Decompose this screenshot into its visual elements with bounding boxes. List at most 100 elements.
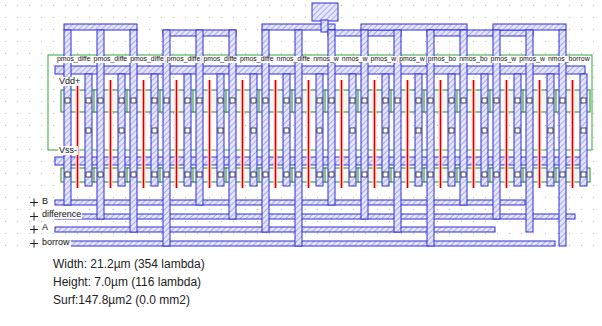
- pin-label: B: [41, 197, 49, 206]
- pin-label: borrow: [41, 238, 71, 247]
- contact: [449, 128, 454, 133]
- contact: [383, 98, 388, 103]
- contact: [185, 172, 190, 177]
- poly-gate: [274, 80, 278, 188]
- poly-gate: [539, 80, 541, 188]
- poly-gate: [374, 80, 376, 188]
- contact: [131, 172, 136, 177]
- rail-label: Vss-: [58, 146, 78, 155]
- instance-label: pmos_w: [518, 56, 546, 63]
- contact: [362, 172, 367, 177]
- instance-label: pmos_w: [490, 56, 518, 63]
- contact: [119, 172, 124, 177]
- contact: [494, 172, 499, 177]
- metal-strip: [448, 74, 455, 186]
- contact: [482, 128, 487, 133]
- metal-strip: [547, 74, 554, 186]
- metal-bridge: [493, 24, 566, 30]
- poly-gate: [571, 80, 575, 188]
- contact: [527, 172, 532, 177]
- contact: [461, 98, 466, 103]
- metal-strip: [151, 74, 158, 186]
- poly-gate: [472, 80, 476, 188]
- contact: [449, 98, 454, 103]
- contact: [350, 128, 355, 133]
- contact: [449, 172, 454, 177]
- contact: [416, 172, 421, 177]
- contact: [515, 98, 520, 103]
- contact: [581, 98, 586, 103]
- poly-gate: [572, 80, 574, 188]
- contact: [164, 172, 169, 177]
- metal-strip: [481, 74, 488, 186]
- poly-gate: [506, 80, 508, 188]
- contact: [296, 98, 301, 103]
- contact: [317, 128, 322, 133]
- contact: [164, 98, 169, 103]
- contact: [218, 172, 223, 177]
- pin-label: difference: [41, 210, 82, 219]
- poly-gate: [77, 80, 79, 188]
- contact: [86, 128, 91, 133]
- contact: [152, 172, 157, 177]
- contact: [98, 98, 103, 103]
- contact: [428, 172, 433, 177]
- contact: [482, 172, 487, 177]
- poly-gate: [340, 80, 344, 188]
- pin-marker: [30, 199, 38, 207]
- contact: [527, 98, 532, 103]
- instance-label: nmos_borrow: [547, 56, 591, 63]
- dimension-text: Width: 21.2µm (354 lambda): [52, 258, 206, 270]
- contact: [317, 98, 322, 103]
- contact: [515, 172, 520, 177]
- instance-label: pmos_w: [370, 56, 398, 63]
- contact: [251, 98, 256, 103]
- contact: [428, 98, 433, 103]
- metal-strip: [184, 74, 191, 186]
- contact: [230, 98, 235, 103]
- metal-bridge: [427, 30, 533, 36]
- poly-gate: [208, 80, 212, 188]
- contact: [86, 98, 91, 103]
- contact: [218, 128, 223, 133]
- contact: [284, 128, 289, 133]
- contact: [416, 128, 421, 133]
- contact: [218, 98, 223, 103]
- contact: [494, 98, 499, 103]
- contact: [65, 98, 70, 103]
- metal-box: [312, 3, 338, 21]
- instance-label: pmos_w: [398, 56, 426, 63]
- contact: [329, 172, 334, 177]
- metal-strip: [349, 74, 356, 186]
- contact: [185, 128, 190, 133]
- contact: [119, 98, 124, 103]
- poly-gate: [176, 80, 178, 188]
- contact: [362, 98, 367, 103]
- contact: [263, 172, 268, 177]
- metal-strip: [382, 74, 389, 186]
- poly-gate: [241, 80, 245, 188]
- poly-gate: [440, 80, 442, 188]
- contact: [284, 98, 289, 103]
- contact: [296, 172, 301, 177]
- contact: [515, 128, 520, 133]
- contact: [461, 172, 466, 177]
- pin-marker: [30, 213, 38, 221]
- instance-label: nmos_bo: [458, 56, 488, 63]
- poly-gate: [242, 80, 244, 188]
- contact: [185, 98, 190, 103]
- poly-gate: [308, 80, 310, 188]
- metal-strip: [118, 74, 125, 186]
- contact: [317, 172, 322, 177]
- pin-label: A: [41, 223, 49, 232]
- metal-strip: [283, 74, 290, 186]
- metal-strip: [217, 74, 224, 186]
- contact: [251, 172, 256, 177]
- poly-gate: [209, 80, 211, 188]
- poly-gate: [110, 80, 112, 188]
- contact: [581, 128, 586, 133]
- poly-gate: [505, 80, 509, 188]
- pin-marker: [30, 240, 38, 248]
- contact: [86, 172, 91, 177]
- contact: [350, 172, 355, 177]
